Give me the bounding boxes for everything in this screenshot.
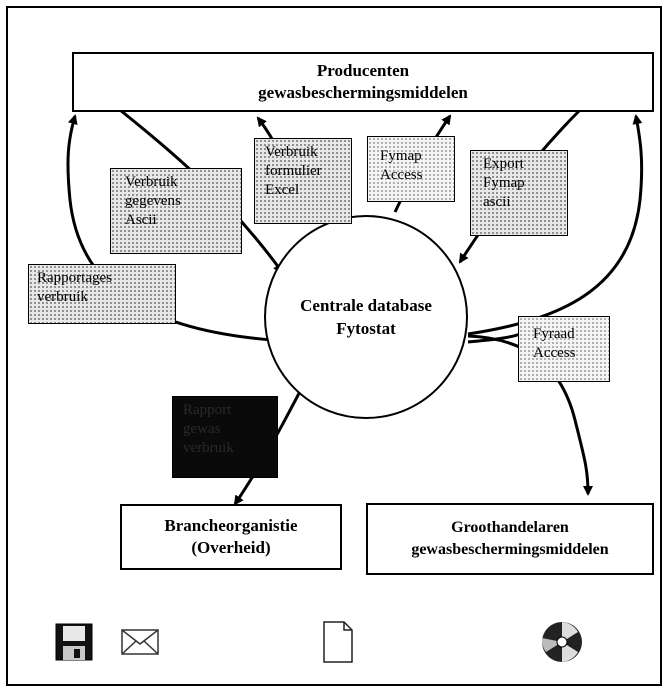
label-dark-report: Rapport gewas verbruik bbox=[172, 396, 278, 478]
branche-subtitle: (Overheid) bbox=[191, 538, 271, 557]
branche-title: Brancheorganistie bbox=[164, 516, 298, 535]
envelope-icon[interactable] bbox=[120, 628, 160, 656]
arrow-central-loop bbox=[467, 332, 521, 344]
producers-subtitle: gewasbeschermingsmiddelen bbox=[258, 83, 468, 102]
label-rapportages: Rapportages verbruik bbox=[28, 264, 176, 324]
branche-box: Brancheorganistie (Overheid) bbox=[120, 504, 342, 570]
label-verbruik-gegevens: Verbruik gegevens Ascii bbox=[110, 168, 242, 254]
groothandel-box: Groothandelaren gewasbeschermingsmiddele… bbox=[366, 503, 654, 575]
groothandel-subtitle: gewasbeschermingsmiddelen bbox=[411, 541, 609, 558]
label-fymap-access: Fymap Access bbox=[367, 136, 455, 202]
label-fyraad-access: Fyraad Access bbox=[518, 316, 610, 382]
floppy-disk-icon[interactable] bbox=[54, 622, 94, 662]
producers-box: Producenten gewasbeschermingsmiddelen bbox=[72, 52, 654, 112]
arrow-central-to-producers-left bbox=[66, 114, 273, 342]
arrow-central-to-groothandel bbox=[467, 334, 593, 496]
label-export-fymap: Export Fymap ascii bbox=[470, 150, 568, 236]
central-title: Centrale database bbox=[300, 296, 432, 315]
groothandel-title: Groothandelaren bbox=[451, 519, 569, 536]
central-subtitle: Fytostat bbox=[336, 319, 396, 338]
producers-title: Producenten bbox=[316, 61, 410, 80]
diagram-frame bbox=[6, 6, 662, 686]
central-database-node: Centrale database Fytostat bbox=[264, 215, 468, 419]
document-icon[interactable] bbox=[322, 620, 354, 664]
cd-disc-icon[interactable] bbox=[540, 620, 584, 664]
label-verbruik-formulier: Verbruik formulier Excel bbox=[254, 138, 352, 224]
